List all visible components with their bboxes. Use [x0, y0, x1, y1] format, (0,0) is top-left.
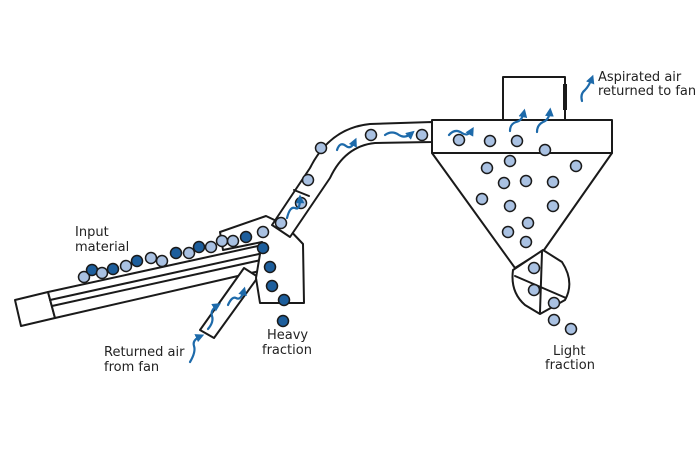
heavy-particle	[265, 279, 279, 293]
light-particle	[501, 225, 515, 239]
feeder-rail-upper	[49, 253, 260, 301]
light-particle	[503, 199, 517, 213]
air-flow-arrow-icon	[580, 74, 595, 103]
label-heavy-fraction-2: fraction	[262, 343, 312, 358]
light-particle	[519, 174, 533, 188]
particles	[77, 128, 583, 336]
light-particle	[155, 254, 169, 268]
light-particle	[301, 173, 315, 187]
transfer-duct-body	[271, 121, 433, 238]
light-particle	[274, 216, 288, 230]
light-particle	[475, 192, 489, 206]
air-outlet	[502, 76, 566, 121]
label-returned-air-2: from fan	[104, 360, 159, 375]
air-flow-arrow-icon	[188, 334, 205, 364]
light-particle	[510, 134, 524, 148]
heavy-particle	[276, 314, 290, 328]
label-light-fraction-1: Light	[553, 344, 585, 359]
light-particle	[497, 176, 511, 190]
light-particle	[546, 199, 560, 213]
heavy-particle	[192, 240, 206, 254]
light-particle	[538, 143, 552, 157]
vibratory-feeder	[14, 245, 265, 327]
light-particle	[364, 128, 378, 142]
light-particle	[527, 283, 541, 297]
heavy-particle	[106, 262, 120, 276]
light-particle	[503, 154, 517, 168]
light-particle	[547, 313, 561, 327]
air-flow-arrow-icon	[508, 108, 528, 133]
transfer-duct	[271, 121, 433, 238]
air-flow-arrow-icon	[206, 303, 221, 331]
light-particle	[519, 235, 533, 249]
light-particle	[182, 246, 196, 260]
light-particle	[77, 270, 91, 284]
light-particle	[480, 161, 494, 175]
light-particle	[95, 266, 109, 280]
light-particle	[314, 141, 328, 155]
heavy-particle	[239, 230, 253, 244]
light-particle	[144, 251, 158, 265]
air-flow-arrows	[188, 74, 595, 364]
heavy-particle	[256, 241, 270, 255]
light-particle	[564, 322, 578, 336]
light-particle	[569, 159, 583, 173]
light-particle	[119, 259, 133, 273]
label-light-fraction-2: fraction	[545, 358, 595, 373]
label-input-material-1: Input	[75, 225, 109, 240]
label-input-material-2: material	[75, 240, 129, 255]
heavy-particle	[277, 293, 291, 307]
air-flow-arrow-icon	[226, 286, 247, 307]
feeder-rail-lower	[51, 259, 262, 307]
light-particle	[204, 240, 218, 254]
air-flow-arrow-icon	[447, 126, 474, 137]
label-aspirated-air-1: Aspirated air	[598, 70, 682, 85]
light-particle	[546, 175, 560, 189]
air-flow-arrow-icon	[285, 194, 305, 220]
light-particle	[452, 133, 466, 147]
light-particle	[415, 128, 429, 142]
light-particle	[215, 234, 229, 248]
label-heavy-fraction-1: Heavy	[267, 328, 308, 343]
light-particle	[483, 134, 497, 148]
air-flow-arrow-icon	[535, 107, 554, 134]
label-aspirated-air-2: returned to fan	[598, 84, 696, 99]
air-flow-arrow-icon	[335, 137, 357, 152]
light-particle	[521, 216, 535, 230]
light-particle	[256, 225, 270, 239]
expansion-chamber	[431, 76, 613, 269]
light-particle	[547, 296, 561, 310]
air-flow-arrow-icon	[383, 130, 415, 140]
heavy-particle	[263, 260, 277, 274]
label-returned-air-1: Returned air	[104, 345, 185, 360]
heavy-particle	[130, 254, 144, 268]
light-particle	[527, 261, 541, 275]
heavy-particle	[169, 246, 183, 260]
hopper-cone	[431, 152, 613, 269]
light-particle	[226, 234, 240, 248]
duct-joint	[293, 189, 310, 197]
airlock-vane-2	[539, 251, 543, 313]
